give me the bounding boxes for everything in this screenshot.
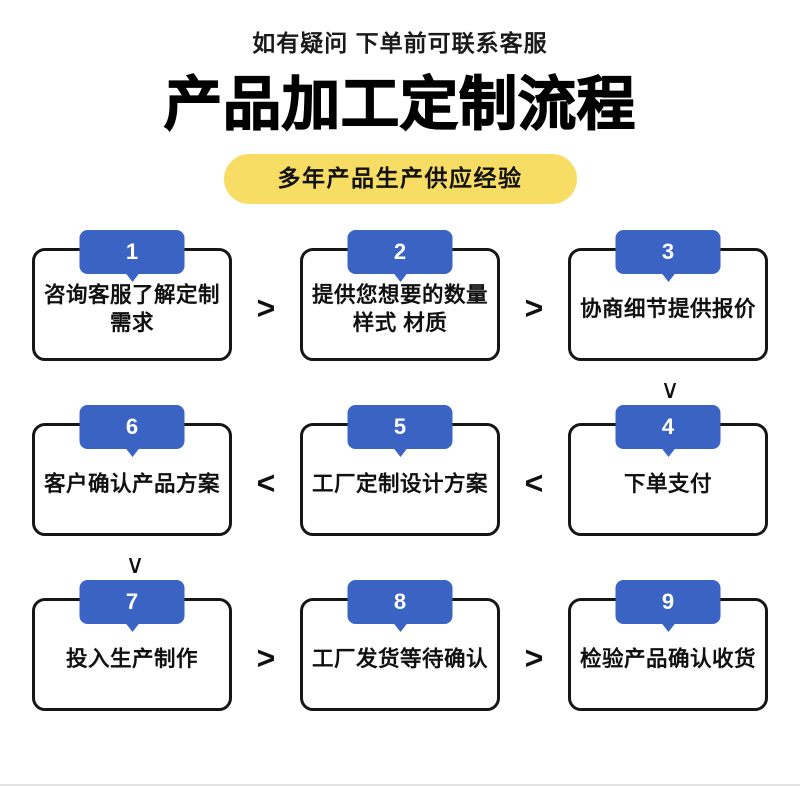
chevron-left-icon: < [524, 465, 544, 502]
experience-badge: 多年产品生产供应经验 [223, 154, 577, 204]
step-number: 7 [125, 588, 139, 614]
step-label: 工厂定制设计方案 [311, 472, 488, 497]
chevron-left-icon: < [256, 465, 276, 502]
flow-cell: 4 下单支付 [568, 404, 768, 536]
step-number-tab: 8 [347, 579, 453, 624]
flow-cell: 2 提供您想要的数量 样式 材质 [300, 229, 500, 361]
step-number: 5 [393, 413, 407, 439]
step-number-tab: 4 [615, 404, 721, 449]
flow-step-box[interactable]: 4 下单支付 [568, 404, 768, 536]
step-label: 协商细节提供报价 [579, 297, 756, 322]
flow-step-box[interactable]: 2 提供您想要的数量 样式 材质 [300, 229, 500, 361]
flow-cell: 3 协商细节提供报价 [568, 229, 768, 361]
flow-cell: 7 投入生产制作 [32, 579, 232, 711]
flow-step-box[interactable]: 8 工厂发货等待确认 [300, 579, 500, 711]
flow-step-box[interactable]: 7 投入生产制作 [32, 579, 232, 711]
step-number: 6 [125, 413, 139, 439]
header-subtitle: 如有疑问 下单前可联系客服 [252, 30, 548, 56]
chevron-down-icon-left: ∨ [125, 548, 145, 579]
page-header: 如有疑问 下单前可联系客服 产品加工定制流程 多年产品生产供应经验 [0, 0, 800, 204]
flow-cell: 9 检验产品确认收货 [568, 579, 768, 711]
step-number-tab: 3 [615, 229, 721, 274]
chevron-right-icon: > [524, 640, 544, 677]
step-number: 1 [125, 238, 139, 264]
step-label: 客户确认产品方案 [43, 472, 220, 497]
page-title: 产品加工定制流程 [163, 71, 636, 137]
step-number-tab: 9 [615, 579, 721, 624]
flow-step-box[interactable]: 9 检验产品确认收货 [568, 579, 768, 711]
chevron-right-icon: > [256, 290, 276, 327]
chevron-down-icon-right: ∨ [660, 373, 680, 404]
badge-container: 多年产品生产供应经验 [0, 154, 800, 204]
flow-row-1: 1 咨询客服了解定制需求 > 2 提供您想要的数量 样式 材质 > [0, 229, 800, 402]
flow-diagram: 1 咨询客服了解定制需求 > 2 提供您想要的数量 样式 材质 > [0, 229, 800, 711]
chevron-right-icon: > [524, 290, 544, 327]
step-number: 4 [661, 413, 675, 439]
step-label: 咨询客服了解定制需求 [43, 283, 220, 336]
step-label: 检验产品确认收货 [579, 647, 756, 672]
step-number-tab: 7 [79, 579, 185, 624]
flow-step-box[interactable]: 1 咨询客服了解定制需求 [32, 229, 232, 361]
step-number-tab: 2 [347, 229, 453, 274]
step-number: 3 [661, 238, 675, 264]
flow-row-3: 7 投入生产制作 > 8 工厂发货等待确认 > 9 [0, 579, 800, 711]
flow-step-box[interactable]: 3 协商细节提供报价 [568, 229, 768, 361]
step-number-tab: 6 [79, 404, 185, 449]
step-label: 工厂发货等待确认 [311, 647, 488, 672]
step-number: 8 [393, 588, 407, 614]
flow-cell: 1 咨询客服了解定制需求 [32, 229, 232, 361]
step-label: 投入生产制作 [65, 647, 198, 672]
flow-cell: 6 客户确认产品方案 [32, 404, 232, 536]
step-number: 2 [393, 238, 407, 264]
flow-cell: 5 工厂定制设计方案 [300, 404, 500, 536]
step-label: 下单支付 [623, 472, 712, 497]
flow-step-box[interactable]: 6 客户确认产品方案 [32, 404, 232, 536]
flow-step-box[interactable]: 5 工厂定制设计方案 [300, 404, 500, 536]
chevron-right-icon: > [256, 640, 276, 677]
flow-row-2: 6 客户确认产品方案 < 5 工厂定制设计方案 < 4 [0, 404, 800, 577]
step-number-tab: 1 [79, 229, 185, 274]
flow-cell: 8 工厂发货等待确认 [300, 579, 500, 711]
step-number-tab: 5 [347, 404, 453, 449]
step-number: 9 [661, 588, 675, 614]
step-label: 提供您想要的数量 样式 材质 [311, 283, 488, 336]
